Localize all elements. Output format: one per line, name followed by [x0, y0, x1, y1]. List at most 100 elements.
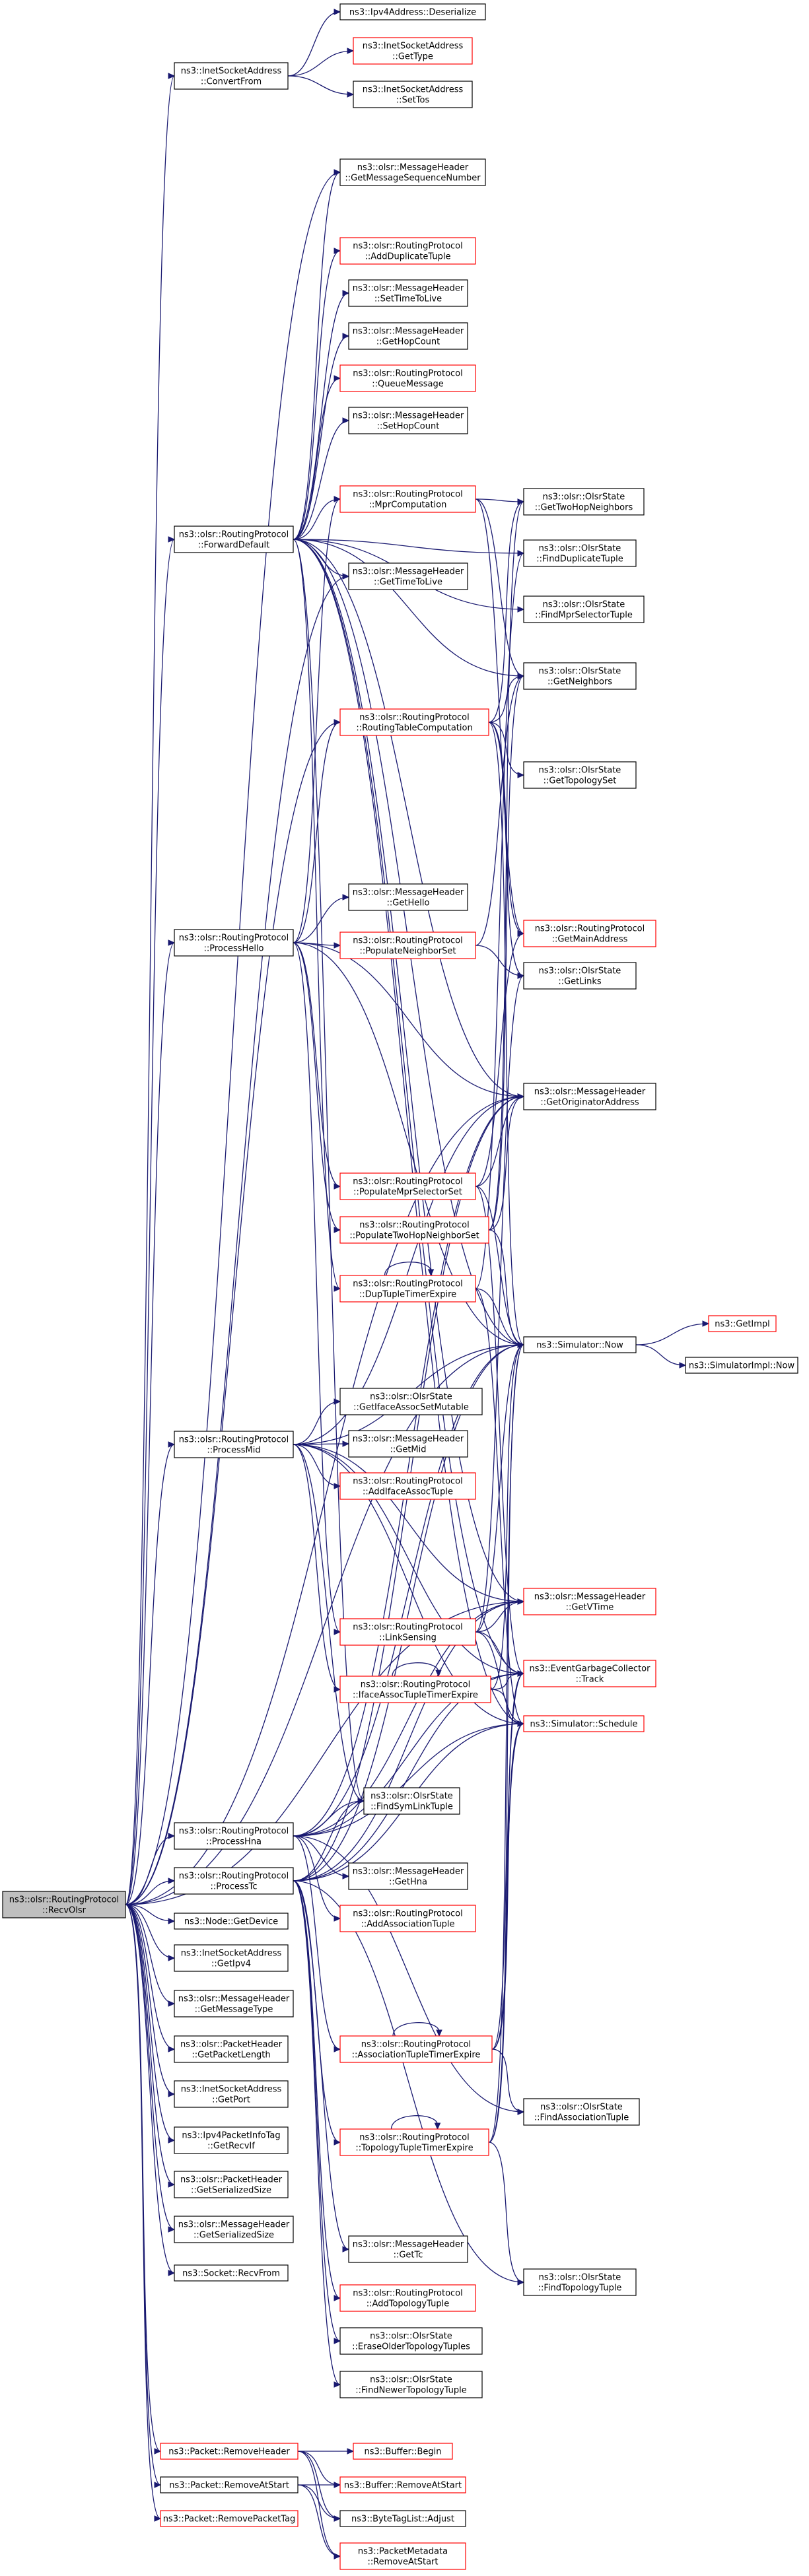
node-findmprsel[interactable]: ns3::olsr::OlsrState::FindMprSelectorTup… — [523, 595, 645, 623]
node-label: ::GetMessageSequenceNumber — [345, 174, 481, 184]
edge-procHna-assocexp — [293, 1835, 341, 2052]
edge-linksens-getlinks — [475, 972, 525, 1633]
edge-fwd-queuemsg — [293, 375, 341, 540]
node-bufbegin[interactable]: ns3::Buffer::Begin — [353, 2443, 453, 2460]
node-simsched[interactable]: ns3::Simulator::Schedule — [523, 1715, 645, 1732]
node-ifaceexp[interactable]: ns3::olsr::RoutingProtocol::IfaceAssocTu… — [339, 1676, 491, 1703]
node-bytetag[interactable]: ns3::ByteTagList::Adjust — [339, 2510, 466, 2527]
node-getrecvif[interactable]: ns3::Ipv4PacketInfoTag::GetRecvIf — [174, 2126, 289, 2154]
edge-recv-fwd — [125, 536, 176, 1905]
node-label: ::GetIfaceAssocSetMutable — [353, 1403, 469, 1413]
node-pktmeta[interactable]: ns3::PacketMetadata::RemoveAtStart — [339, 2542, 466, 2570]
node-addassoc[interactable]: ns3::olsr::RoutingProtocol::AddAssociati… — [339, 1905, 476, 1932]
node-getdevice[interactable]: ns3::Node::GetDevice — [174, 1913, 289, 1930]
node-simimplnow[interactable]: ns3::SimulatorImpl::Now — [685, 1357, 798, 1374]
node-getmain[interactable]: ns3::olsr::RoutingProtocol::GetMainAddre… — [523, 920, 656, 947]
node-queuemsg[interactable]: ns3::olsr::RoutingProtocol::QueueMessage — [339, 364, 476, 392]
node-procMid[interactable]: ns3::olsr::RoutingProtocol::ProcessMid — [174, 1431, 294, 1458]
node-box — [348, 562, 468, 590]
node-eraseolder[interactable]: ns3::olsr::OlsrState::EraseOlderTopology… — [339, 2327, 483, 2355]
node-rtcomp[interactable]: ns3::olsr::RoutingProtocol::RoutingTable… — [339, 708, 489, 736]
node-adddup[interactable]: ns3::olsr::RoutingProtocol::AddDuplicate… — [339, 237, 476, 265]
node-convertfrom[interactable]: ns3::InetSocketAddress::ConvertFrom — [174, 62, 289, 90]
node-getlinks[interactable]: ns3::olsr::OlsrState::GetLinks — [523, 962, 637, 990]
node-getiface[interactable]: ns3::olsr::OlsrState::GetIfaceAssocSetMu… — [339, 1388, 483, 1415]
node-label: ns3::olsr::MessageHeader — [178, 1994, 290, 2004]
node-popneigh[interactable]: ns3::olsr::RoutingProtocol::PopulateNeig… — [339, 932, 476, 959]
node-findsym[interactable]: ns3::olsr::OlsrState::FindSymLinkTuple — [363, 1787, 460, 1815]
edge-procTc-eraseolder — [293, 1880, 341, 2344]
node-pop2hop[interactable]: ns3::olsr::RoutingProtocol::PopulateTwoH… — [339, 1216, 489, 1244]
edge-procTc-topoexp — [293, 1880, 341, 2146]
node-simnow[interactable]: ns3::Simulator::Now — [523, 1336, 637, 1353]
node-recv[interactable]: ns3::olsr::RoutingProtocol::RecvOlsr — [2, 1891, 126, 1918]
node-label: ::IfaceAssocTupleTimerExpire — [353, 1691, 478, 1701]
node-gettopo[interactable]: ns3::olsr::OlsrState::GetTopologySet — [523, 761, 637, 789]
edge-ifaceexp-simsched — [490, 1689, 525, 1727]
edge-procHello-mprcomp — [293, 496, 341, 943]
node-getorig[interactable]: ns3::olsr::MessageHeader::GetOriginatorA… — [523, 1083, 656, 1110]
node-getmid[interactable]: ns3::olsr::MessageHeader::GetMid — [348, 1430, 468, 1458]
node-dupexp[interactable]: ns3::olsr::RoutingProtocol::DupTupleTime… — [339, 1275, 476, 1303]
node-assocexp[interactable]: ns3::olsr::RoutingProtocol::AssociationT… — [339, 2035, 493, 2063]
node-getvtime[interactable]: ns3::olsr::MessageHeader::GetVTime — [523, 1588, 656, 1615]
node-findassoc[interactable]: ns3::olsr::OlsrState::FindAssociationTup… — [523, 2098, 640, 2126]
node-removepkttag[interactable]: ns3::Packet::RemovePacketTag — [160, 2510, 299, 2527]
node-getpktlen[interactable]: ns3::olsr::PacketHeader::GetPacketLength — [174, 2035, 289, 2063]
node-label: ::AssociationTupleTimerExpire — [352, 2051, 481, 2060]
node-sethop[interactable]: ns3::olsr::MessageHeader::SetHopCount — [348, 407, 468, 434]
node-gettype[interactable]: ns3::InetSocketAddress::GetType — [353, 37, 473, 65]
node-box — [174, 1990, 294, 2017]
node-ipv4deser[interactable]: ns3::Ipv4Address::Deserialize — [339, 3, 486, 20]
node-gethello[interactable]: ns3::olsr::MessageHeader::GetHello — [348, 883, 468, 911]
node-label: ::GetIpv4 — [211, 1959, 251, 1969]
node-setttl[interactable]: ns3::olsr::MessageHeader::SetTimeToLive — [348, 279, 468, 307]
node-gethop[interactable]: ns3::olsr::MessageHeader::GetHopCount — [348, 322, 468, 350]
node-removeatstart[interactable]: ns3::Packet::RemoveAtStart — [160, 2476, 299, 2493]
node-box — [339, 932, 476, 959]
node-bufremove[interactable]: ns3::Buffer::RemoveAtStart — [339, 2476, 466, 2493]
node-getneigh[interactable]: ns3::olsr::OlsrState::GetNeighbors — [523, 662, 637, 690]
node-get2hop[interactable]: ns3::olsr::OlsrState::GetTwoHopNeighbors — [523, 488, 645, 516]
node-label: ns3::olsr::RoutingProtocol — [359, 2133, 470, 2143]
node-mprcomp[interactable]: ns3::olsr::RoutingProtocol::MprComputati… — [339, 485, 476, 513]
node-getimpl[interactable]: ns3::GetImpl — [708, 1315, 777, 1332]
node-box — [339, 485, 476, 513]
node-linksens[interactable]: ns3::olsr::RoutingProtocol::LinkSensing — [339, 1618, 476, 1646]
node-removeheader[interactable]: ns3::Packet::RemoveHeader — [160, 2443, 299, 2460]
node-settos[interactable]: ns3::InetSocketAddress::SetTos — [353, 81, 473, 108]
node-addiface[interactable]: ns3::olsr::RoutingProtocol::AddIfaceAsso… — [339, 1472, 476, 1500]
node-gethna[interactable]: ns3::olsr::MessageHeader::GetHna — [348, 1862, 468, 1890]
node-egc[interactable]: ns3::EventGarbageCollector::Track — [523, 1660, 656, 1687]
node-addtopo[interactable]: ns3::olsr::RoutingProtocol::AddTopologyT… — [339, 2284, 476, 2312]
node-label: ::SetTos — [396, 96, 430, 106]
node-getmsgtype[interactable]: ns3::olsr::MessageHeader::GetMessageType — [174, 1990, 294, 2017]
node-findtopo[interactable]: ns3::olsr::OlsrState::FindTopologyTuple — [523, 2268, 637, 2296]
node-getport[interactable]: ns3::InetSocketAddress::GetPort — [174, 2080, 289, 2108]
node-msgsersize[interactable]: ns3::olsr::MessageHeader::GetSerializedS… — [174, 2216, 294, 2243]
node-recvfrom[interactable]: ns3::Socket::RecvFrom — [174, 2264, 289, 2282]
node-getttl[interactable]: ns3::olsr::MessageHeader::GetTimeToLive — [348, 562, 468, 590]
node-pktsersize[interactable]: ns3::olsr::PacketHeader::GetSerializedSi… — [174, 2171, 289, 2198]
node-label: ns3::olsr::RoutingProtocol — [179, 933, 289, 943]
node-procTc[interactable]: ns3::olsr::RoutingProtocol::ProcessTc — [174, 1867, 294, 1895]
node-box — [708, 1315, 777, 1332]
node-popmprsel[interactable]: ns3::olsr::RoutingProtocol::PopulateMprS… — [339, 1172, 476, 1200]
node-topoexp[interactable]: ns3::olsr::RoutingProtocol::TopologyTupl… — [339, 2128, 489, 2156]
node-getipv4[interactable]: ns3::InetSocketAddress::GetIpv4 — [174, 1944, 289, 1972]
edge-fwd-adddup — [293, 248, 341, 540]
node-procHello[interactable]: ns3::olsr::RoutingProtocol::ProcessHello — [174, 929, 294, 957]
node-label: ns3::olsr::RoutingProtocol — [353, 1909, 463, 1919]
node-box — [339, 1388, 483, 1415]
edge-dupexp-dupexp — [384, 1262, 435, 1277]
node-findnewer[interactable]: ns3::olsr::OlsrState::FindNewerTopologyT… — [339, 2371, 483, 2398]
node-finddup[interactable]: ns3::olsr::OlsrState::FindDuplicateTuple — [523, 539, 637, 567]
node-box — [523, 1083, 656, 1110]
edge-mprcomp-get2hop — [475, 498, 525, 505]
node-getmsgseq[interactable]: ns3::olsr::MessageHeader::GetMessageSequ… — [339, 158, 486, 186]
node-procHna[interactable]: ns3::olsr::RoutingProtocol::ProcessHna — [174, 1822, 294, 1850]
edge-recv-recvfrom — [125, 1904, 176, 2276]
node-fwd[interactable]: ns3::olsr::RoutingProtocol::ForwardDefau… — [174, 525, 294, 553]
node-gettc[interactable]: ns3::olsr::MessageHeader::GetTc — [348, 2235, 468, 2263]
node-box — [174, 2080, 289, 2108]
